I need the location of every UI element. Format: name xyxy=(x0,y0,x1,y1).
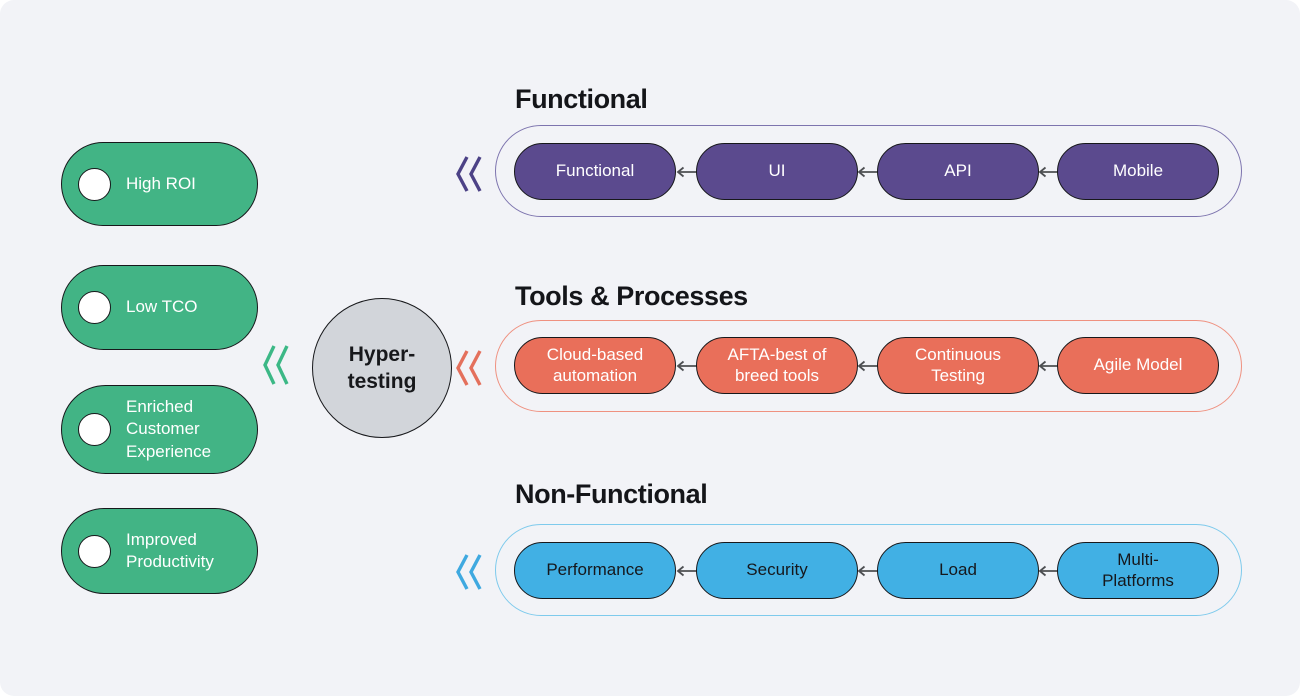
flow-pill-label: Performance xyxy=(546,560,644,580)
double-chevron-left-icon xyxy=(263,345,289,385)
flow-arrow-icon xyxy=(676,360,698,372)
double-chevron-left-icon xyxy=(456,350,482,386)
benefit-pill: Low TCO xyxy=(61,265,258,350)
flow-pill: Cloud-based automation xyxy=(514,337,676,394)
flow-arrow-icon xyxy=(857,565,879,577)
benefit-pill: Improved Productivity xyxy=(61,508,258,594)
hub-circle: Hyper-testing xyxy=(312,298,452,438)
flow-pill: UI xyxy=(696,143,858,200)
benefit-label: Enriched Customer Experience xyxy=(126,396,212,461)
group-title: Tools & Processes xyxy=(515,281,748,311)
benefit-pill: Enriched Customer Experience xyxy=(61,385,258,474)
flow-arrow-icon xyxy=(676,565,698,577)
group-outline xyxy=(495,524,1242,616)
flow-pill-label: Multi-Platforms xyxy=(1102,549,1174,590)
flow-pill-label: Mobile xyxy=(1112,161,1164,181)
group-title: Non-Functional xyxy=(515,479,708,509)
flow-arrow-icon xyxy=(857,166,879,178)
flow-pill-label: AFTA-best of breed tools xyxy=(727,344,827,385)
double-chevron-left-icon xyxy=(456,554,482,590)
flow-pill-label: Load xyxy=(939,560,977,580)
flow-pill-label: Continuous Testing xyxy=(914,344,1001,385)
benefit-label: Improved Productivity xyxy=(126,529,214,571)
group-outline xyxy=(495,125,1242,217)
flow-arrow-icon xyxy=(857,360,879,372)
bullet-circle-icon xyxy=(78,291,111,324)
bullet-circle-icon xyxy=(78,413,111,446)
flow-pill: Agile Model xyxy=(1057,337,1219,394)
flow-pill-label: Agile Model xyxy=(1093,355,1183,375)
flow-pill: Continuous Testing xyxy=(877,337,1039,394)
flow-pill: Mobile xyxy=(1057,143,1219,200)
bullet-circle-icon xyxy=(78,534,111,568)
flow-pill: Multi-Platforms xyxy=(1057,542,1219,599)
flow-pill-label: Security xyxy=(746,560,808,580)
benefit-pill: High ROI xyxy=(61,142,258,226)
flow-pill-label: API xyxy=(944,161,972,181)
bullet-circle-icon xyxy=(78,167,111,201)
flow-pill: Performance xyxy=(514,542,676,599)
double-chevron-left-icon xyxy=(456,156,482,192)
flow-pill: API xyxy=(877,143,1039,200)
benefit-label: Low TCO xyxy=(126,297,198,317)
hub-label: Hyper-testing xyxy=(347,342,417,393)
flow-pill-label: Functional xyxy=(555,161,635,181)
benefit-label: High ROI xyxy=(126,173,196,193)
flow-pill: Load xyxy=(877,542,1039,599)
flow-pill: Functional xyxy=(514,143,676,200)
flow-pill-label: UI xyxy=(768,161,786,181)
flow-pill: Security xyxy=(696,542,858,599)
flow-arrow-icon xyxy=(676,166,698,178)
flow-pill-label: Cloud-based automation xyxy=(546,344,644,385)
flow-pill: AFTA-best of breed tools xyxy=(696,337,858,394)
group-outline xyxy=(495,320,1242,412)
group-title: Functional xyxy=(515,84,648,114)
